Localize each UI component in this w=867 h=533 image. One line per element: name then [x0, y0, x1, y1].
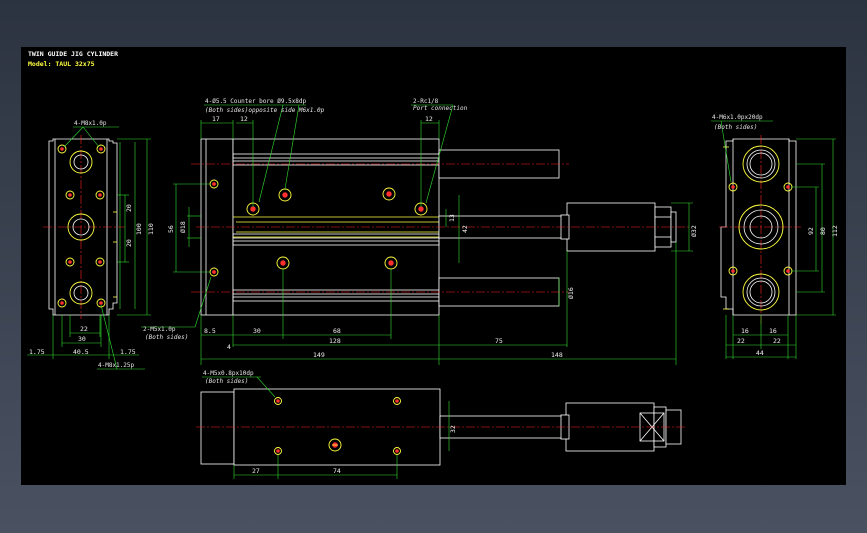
- dim-right-16b: 16: [769, 327, 777, 335]
- dim-left-1-75a: 1.75: [29, 348, 45, 356]
- dim-right-16a: 16: [741, 327, 749, 335]
- dim-front-30: 30: [253, 327, 261, 335]
- note-front-port-sub: Port connection: [413, 105, 468, 112]
- dim-left-1-75b: 1.75: [120, 348, 136, 356]
- bottom-view: 32 27 74 4-M5x0.8px10dp (Both sides): [196, 370, 686, 479]
- dim-front-148: 148: [551, 351, 563, 359]
- note-right-m6-sub: (Both sides): [714, 124, 757, 131]
- dim-front-4: 4: [227, 343, 231, 351]
- dim-front-8-5: 8.5: [204, 327, 216, 335]
- note-front-port: 2-Rc1/8: [413, 98, 439, 105]
- dim-right-80: 80: [819, 227, 827, 235]
- dim-front-dia18: Ø18: [179, 221, 187, 233]
- dim-front-149: 149: [313, 351, 325, 359]
- dim-front-dia32: Ø32: [690, 225, 698, 237]
- note-bottom-m5: 4-M5x0.8px10dp: [203, 370, 254, 377]
- drawing-canvas: TWIN GUIDE JIG CYLINDER Model: TAUL 32x7…: [21, 47, 846, 485]
- dim-right-22b: 22: [773, 337, 781, 345]
- dim-left-40-5: 40.5: [73, 348, 89, 356]
- dim-front-12a: 12: [240, 115, 248, 123]
- dim-left-22: 22: [80, 325, 88, 333]
- dim-front-17: 17: [212, 115, 220, 123]
- left-end-view: 20 20 100 110 22 30 40.5 1.75 1.75: [27, 120, 155, 370]
- dim-bottom-32: 32: [449, 425, 457, 433]
- cad-drawing: TWIN GUIDE JIG CYLINDER Model: TAUL 32x7…: [27, 50, 839, 479]
- note-bottom-m5-sub: (Both sides): [205, 378, 248, 385]
- dim-front-68: 68: [333, 327, 341, 335]
- note-left-top: 4-M8x1.0p: [74, 120, 107, 127]
- note-front-m5: 2-M5x1.0p: [143, 326, 176, 333]
- drawing-model: Model: TAUL 32x75: [28, 60, 95, 68]
- dim-front-13: 13: [448, 214, 456, 222]
- note-front-m5-sub: (Both sides): [145, 334, 188, 341]
- note-left-bottom: 4-M8x1.25p: [98, 362, 135, 369]
- dim-left-20b: 20: [125, 239, 133, 247]
- note-front-counterbore: 4-Ø5.5 Counter bore Ø9.5x8dp: [205, 98, 307, 105]
- drawing-title: TWIN GUIDE JIG CYLINDER: [28, 50, 118, 58]
- right-end-view: 92 80 112 16 16 22: [711, 114, 839, 359]
- dim-front-42: 42: [461, 225, 469, 233]
- dim-front-dia16: Ø16: [567, 287, 575, 299]
- dim-bottom-27: 27: [252, 467, 260, 475]
- dim-right-112: 112: [831, 225, 839, 237]
- dim-right-22a: 22: [737, 337, 745, 345]
- front-view: 17 12 12 4-Ø5.5 Counter bore Ø9.5x8dp (B…: [141, 98, 698, 365]
- dim-bottom-74: 74: [333, 467, 341, 475]
- dim-left-30: 30: [78, 335, 86, 343]
- dim-left-100: 100: [135, 223, 143, 235]
- dim-front-12b: 12: [425, 115, 433, 123]
- dim-right-44: 44: [756, 349, 764, 357]
- dim-right-92: 92: [807, 227, 815, 235]
- dim-left-20a: 20: [125, 204, 133, 212]
- dim-front-75: 75: [495, 337, 503, 345]
- note-front-counterbore-sub: (Both sides)opposite side M6x1.0p: [205, 107, 325, 114]
- dim-front-128: 128: [329, 337, 341, 345]
- dim-front-56: 56: [167, 225, 175, 233]
- dim-left-110: 110: [147, 223, 155, 235]
- note-right-m6: 4-M6x1.0px20dp: [712, 114, 763, 121]
